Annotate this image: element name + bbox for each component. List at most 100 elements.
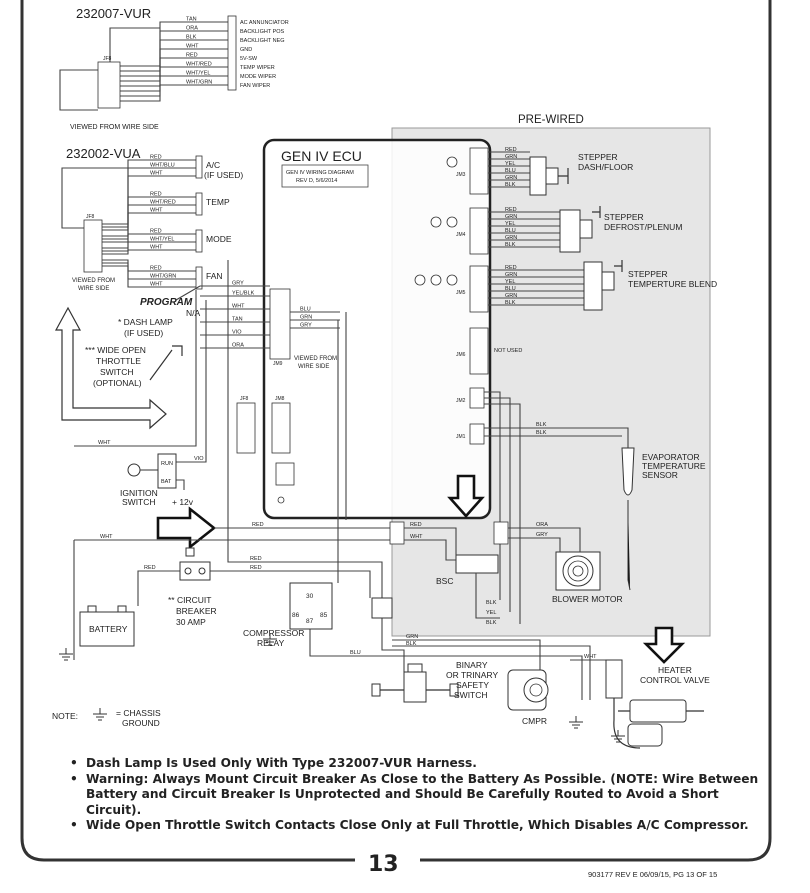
vur-wire-label: TAN xyxy=(186,17,197,23)
red-battery-wire xyxy=(137,570,180,606)
ground-icon xyxy=(93,708,107,721)
bottom-wire-label: RED xyxy=(144,565,156,571)
ignition-label-1: IGNITION xyxy=(120,488,158,498)
binary-label-4: SWITCH xyxy=(454,690,488,700)
vua-connector-label: JF8 xyxy=(86,214,95,220)
blower-wire-label: GRY xyxy=(536,532,548,538)
jm9-left-wire-label: ORA xyxy=(232,343,244,349)
vur-wire-label: BLK xyxy=(186,35,197,41)
vua-wire-label: RED xyxy=(150,229,162,235)
vur-function-label: FAN WIPER xyxy=(240,83,270,89)
vur-wire xyxy=(109,27,160,62)
binary-label-2: OR TRINARY xyxy=(446,670,498,680)
bsc-input-connector xyxy=(389,521,405,545)
vua-wire-label: WHT xyxy=(150,208,163,214)
jm9-left-wire xyxy=(175,285,201,301)
vur-function-label: MODE WIPER xyxy=(240,74,276,80)
jm9-right-wire-label: BLU xyxy=(300,307,311,313)
stepper-wire-label: GRN xyxy=(505,175,517,181)
stepper3-label-1: STEPPER xyxy=(628,269,668,279)
bottom-wire-label: WHT xyxy=(98,440,111,446)
vua-wire-label: WHT xyxy=(150,282,163,288)
vua-wire-label: WHT xyxy=(150,171,163,177)
pcb-hole xyxy=(446,274,458,286)
pcb-hole xyxy=(414,274,426,286)
relay-label-1: COMPRESSOR xyxy=(243,628,304,638)
stepper-temp-blend-icon xyxy=(583,260,623,311)
vua-title: 232002-VUA xyxy=(66,146,141,161)
bsc-wire-label: RED xyxy=(410,522,422,528)
bullet-icon: • xyxy=(70,756,78,770)
vur-connector-label: JF8 xyxy=(103,56,112,62)
vur-wire xyxy=(120,30,228,72)
evap-label-3: SENSOR xyxy=(642,470,678,480)
prewired-connector-label: JM1 xyxy=(456,434,466,440)
vur-connector xyxy=(97,61,121,109)
note-text: Wide Open Throttle Switch Contacts Close… xyxy=(86,818,749,832)
bottom-wire-label: RED xyxy=(250,565,262,571)
heater-label-2: CONTROL VALVE xyxy=(640,675,710,685)
jm9-left-wire-label: GRY xyxy=(232,281,244,287)
arrow-down-heater-valve xyxy=(642,626,686,664)
ecu-aux-port xyxy=(275,462,295,486)
breaker-label-2: BREAKER xyxy=(176,606,217,616)
vua-wire xyxy=(102,249,196,255)
vua-connector xyxy=(83,219,103,273)
note-label: NOTE: xyxy=(52,711,78,721)
bottom-wire-label: RED xyxy=(252,522,264,528)
red-wire xyxy=(227,260,383,598)
blower-label: BLOWER MOTOR xyxy=(552,594,623,604)
compressor-relay xyxy=(289,582,333,630)
jm9-left-wire-label: WHT xyxy=(232,304,245,310)
vur-wire-label: WHT/YEL xyxy=(186,71,210,77)
red-wire xyxy=(210,570,371,598)
bottom-wire-label: BLK xyxy=(406,641,417,647)
bottom-wire-label: VIO xyxy=(194,456,204,462)
stepper-wire-label: YEL xyxy=(505,161,515,167)
vur-wire xyxy=(59,69,98,111)
bottom-wire-label: GRN xyxy=(406,634,418,640)
prewired-connector-label: JM4 xyxy=(456,232,466,238)
bottom-wire-label: WHT xyxy=(584,654,597,660)
circuit-breaker-icon xyxy=(179,547,211,581)
ecu-jf8-label: JF8 xyxy=(240,396,249,402)
vur-function-label: AC ANNUNCIATOR xyxy=(240,20,289,26)
relay-pin-label: 87 xyxy=(306,618,314,625)
revision-footer: 903177 REV E 06/09/15, PG 13 OF 15 xyxy=(588,870,718,879)
stepper-wire-label: GRN xyxy=(505,272,517,278)
stepper-wire-label: BLK xyxy=(505,242,516,248)
vua-wire xyxy=(102,212,196,243)
bsc-wire-label: WHT xyxy=(410,534,423,540)
vua-control-connector xyxy=(195,192,203,216)
plus12-label: + 12v xyxy=(172,497,194,507)
blk-wire xyxy=(392,645,591,700)
vur-wire xyxy=(120,84,228,102)
vua-wire xyxy=(61,167,128,229)
chassis-label-2: GROUND xyxy=(122,718,160,728)
stepper-wire-label: BLK xyxy=(505,300,516,306)
vua-wire-label: RED xyxy=(150,192,162,198)
dash-lamp-label-2: (IF USED) xyxy=(124,328,163,338)
stepper-wire-label: GRN xyxy=(505,235,517,241)
vua-wire-label: WHT/BLU xyxy=(150,163,175,169)
bottom-wire-label: WHT xyxy=(100,534,113,540)
not-used-label: NOT USED xyxy=(494,348,522,354)
ignition-switch-icon xyxy=(127,453,177,489)
ecu-jm8-connector xyxy=(271,402,291,454)
stepper1-label-1: STEPPER xyxy=(578,152,618,162)
stepper-defrost-icon xyxy=(559,206,601,253)
binary-label-3: SAFETY xyxy=(456,680,489,690)
stepper-wire-label: RED xyxy=(505,147,517,153)
blower-wire xyxy=(508,537,561,552)
ground-icon xyxy=(59,648,73,661)
page-border xyxy=(20,0,772,862)
vur-wire-label: WHT/GRN xyxy=(186,80,212,86)
prewired-connector xyxy=(469,265,489,313)
evap-label-1: EVAPORATOR xyxy=(642,452,700,462)
note-item: •Dash Lamp Is Used Only With Type 232007… xyxy=(70,756,770,772)
jm9-right-wire-label: GRN xyxy=(300,315,312,321)
jm9-view-2: WIRE SIDE xyxy=(298,364,329,370)
jm2-wire xyxy=(484,397,511,612)
relay-pin-label: 85 xyxy=(320,612,328,619)
